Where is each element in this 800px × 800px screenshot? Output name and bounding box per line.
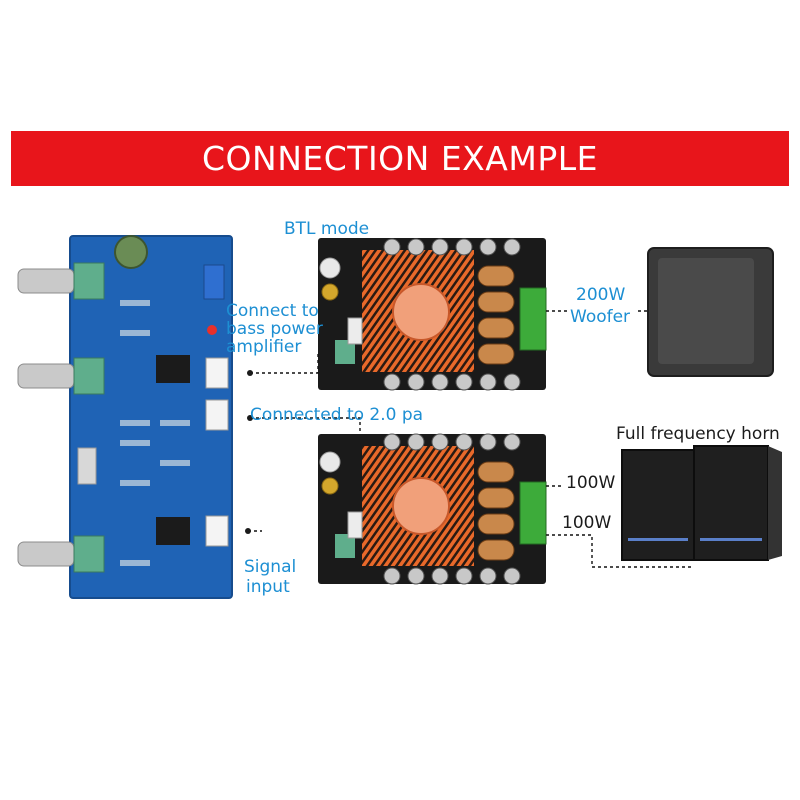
link-lower-amp-to-right-speaker <box>546 534 694 568</box>
subwoofer-speaker <box>647 247 774 377</box>
link-dot <box>245 528 251 534</box>
link-2pa-to-lower-amp <box>250 417 361 434</box>
woofer-power-label: 200W <box>576 285 626 305</box>
full-frequency-horn-label: Full frequency horn <box>616 424 780 444</box>
bass-amp-label-line3: amplifier <box>226 337 302 357</box>
title-banner: CONNECTION EXAMPLE <box>11 131 789 186</box>
tone-control-board <box>17 235 233 599</box>
signal-input-label-line1: Signal <box>244 557 297 577</box>
upper-amplifier-board <box>318 238 547 391</box>
potentiometer-knob <box>17 357 105 395</box>
bass-amp-label-line1: Connect to <box>226 301 319 321</box>
bass-amp-label-line2: bass power <box>226 319 323 339</box>
link-dot <box>247 370 253 376</box>
full-range-speaker-right <box>693 445 782 561</box>
right-speaker-power-label: 100W <box>562 513 612 533</box>
woofer-label: Woofer <box>570 307 631 327</box>
left-speaker-power-label: 100W <box>566 473 616 493</box>
signal-input-label-line2: input <box>246 577 290 597</box>
link-dot <box>247 415 253 421</box>
banner-title: CONNECTION EXAMPLE <box>202 139 598 178</box>
btl-mode-label: BTL mode <box>284 219 370 239</box>
connected-2pa-label: Connected to 2.0 pa <box>250 405 424 425</box>
lower-amplifier-board <box>318 433 547 585</box>
link-bass-to-upper-amp <box>250 352 319 374</box>
potentiometer-knob <box>17 262 105 300</box>
potentiometer-knob <box>17 535 105 573</box>
